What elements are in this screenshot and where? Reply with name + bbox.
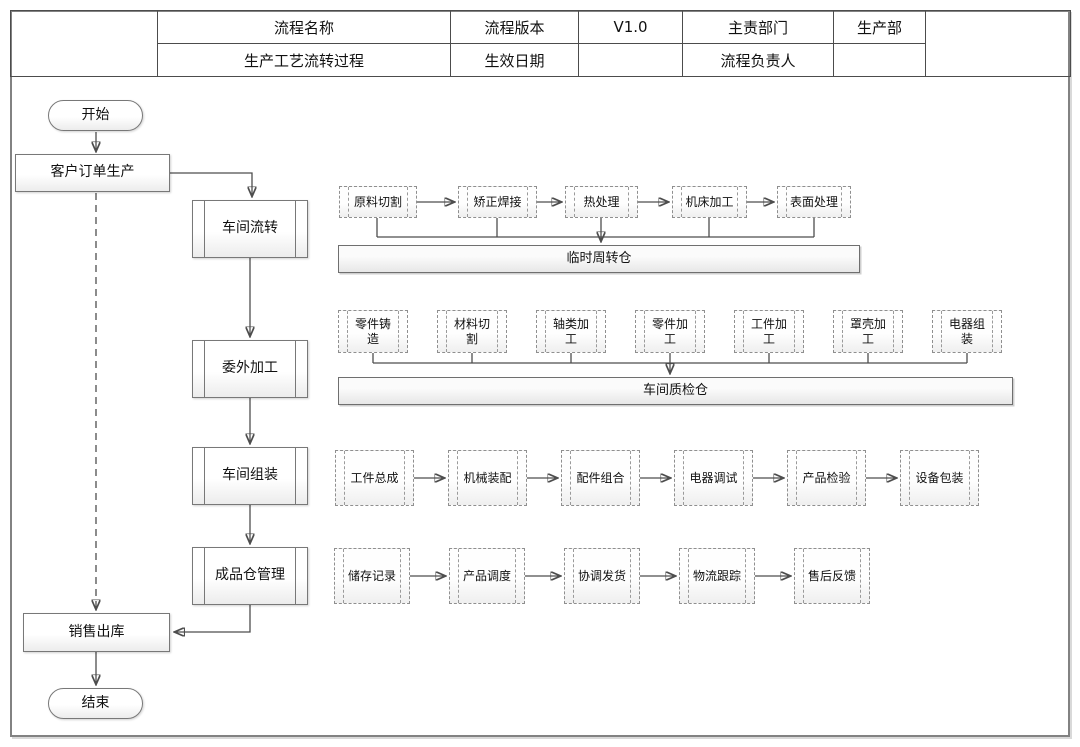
step-storage-record: 储存记录 xyxy=(334,548,410,604)
process-name-label: 流程名称 xyxy=(157,10,451,44)
step-parts-processing: 零件加 工 xyxy=(635,310,705,353)
header-corner-cell xyxy=(10,10,158,77)
finished-goods-warehouse-stage: 成品仓管理 xyxy=(192,547,308,605)
customer-order-production-step: 客户订单生产 xyxy=(15,154,170,192)
step-product-scheduling: 产品调度 xyxy=(449,548,525,604)
page-border-frame xyxy=(10,10,1070,737)
workshop-flow-stage: 车间流转 xyxy=(192,200,308,258)
responsible-dept-label: 主责部门 xyxy=(682,10,834,44)
step-surface-treatment: 表面处理 xyxy=(777,186,851,218)
sales-outbound-step: 销售出库 xyxy=(23,613,170,652)
step-machine-tool-processing: 机床加工 xyxy=(672,186,747,218)
header-right-blank-cell xyxy=(925,10,1071,77)
step-mechanical-assembly: 机械装配 xyxy=(448,450,527,506)
step-equipment-packing: 设备包装 xyxy=(900,450,979,506)
step-shaft-processing: 轴类加 工 xyxy=(536,310,606,353)
step-accessory-combination: 配件组合 xyxy=(561,450,640,506)
responsible-dept-value: 生产部 xyxy=(833,10,926,44)
effective-date-value xyxy=(578,43,683,77)
step-workpiece-processing: 工件加 工 xyxy=(734,310,804,353)
process-version-value: V1.0 xyxy=(578,10,683,44)
start-terminator: 开始 xyxy=(48,100,143,131)
end-terminator: 结束 xyxy=(48,688,143,719)
workshop-assembly-stage: 车间组装 xyxy=(192,447,308,505)
step-coordinate-shipping: 协调发货 xyxy=(564,548,640,604)
workshop-qc-warehouse-bar: 车间质检仓 xyxy=(338,377,1013,405)
step-logistics-tracking: 物流跟踪 xyxy=(679,548,755,604)
temp-transfer-warehouse-bar: 临时周转仓 xyxy=(338,245,860,273)
process-name-value: 生产工艺流转过程 xyxy=(157,43,451,77)
step-heat-treatment: 热处理 xyxy=(565,186,638,218)
step-straightening-welding: 矫正焊接 xyxy=(458,186,537,218)
step-after-sales-feedback: 售后反馈 xyxy=(794,548,870,604)
step-electrical-assembly: 电器组 装 xyxy=(932,310,1002,353)
process-version-label: 流程版本 xyxy=(450,10,579,44)
step-workpiece-assembly: 工件总成 xyxy=(335,450,414,506)
process-owner-label: 流程负责人 xyxy=(682,43,834,77)
step-cover-shell-processing: 罩壳加 工 xyxy=(833,310,903,353)
step-electrical-debugging: 电器调试 xyxy=(674,450,753,506)
effective-date-label: 生效日期 xyxy=(450,43,579,77)
step-product-inspection: 产品检验 xyxy=(787,450,866,506)
process-owner-value xyxy=(833,43,926,77)
step-parts-casting: 零件铸 造 xyxy=(338,310,408,353)
step-raw-material-cutting: 原料切割 xyxy=(339,186,417,218)
header-table: 流程名称 流程版本 V1.0 主责部门 生产部 生产工艺流转过程 生效日期 流程… xyxy=(10,10,1071,77)
step-material-cutting: 材料切 割 xyxy=(437,310,507,353)
outsourced-processing-stage: 委外加工 xyxy=(192,340,308,398)
